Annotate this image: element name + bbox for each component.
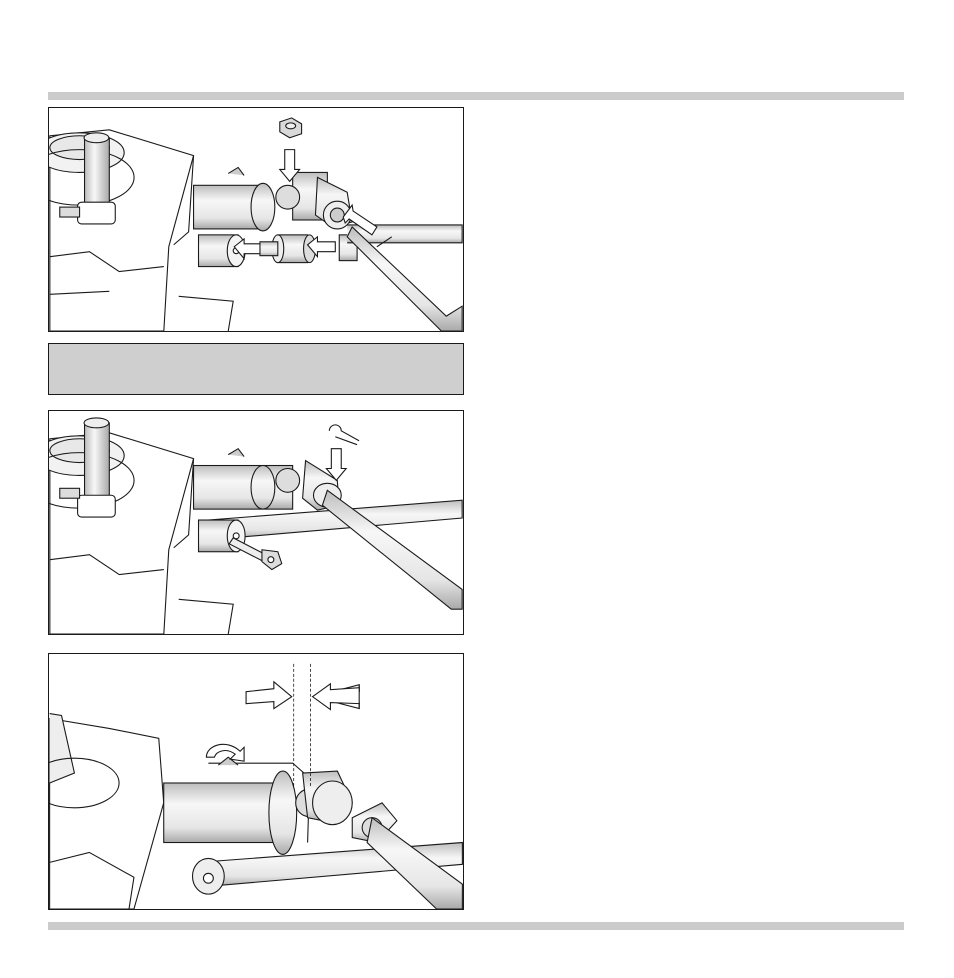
note-box — [48, 343, 464, 395]
cotter-pin-icon — [329, 425, 359, 445]
footer-rule — [48, 922, 904, 930]
arrow-right-icon — [246, 682, 292, 709]
rotate-arrow-icon — [206, 744, 244, 761]
nut-icon — [280, 118, 302, 138]
cotter-pin-figure — [48, 410, 464, 635]
install-knuckle-figure — [48, 107, 464, 332]
header-rule — [48, 92, 904, 100]
alignment-figure — [48, 653, 464, 910]
wrench-icon — [229, 538, 282, 570]
